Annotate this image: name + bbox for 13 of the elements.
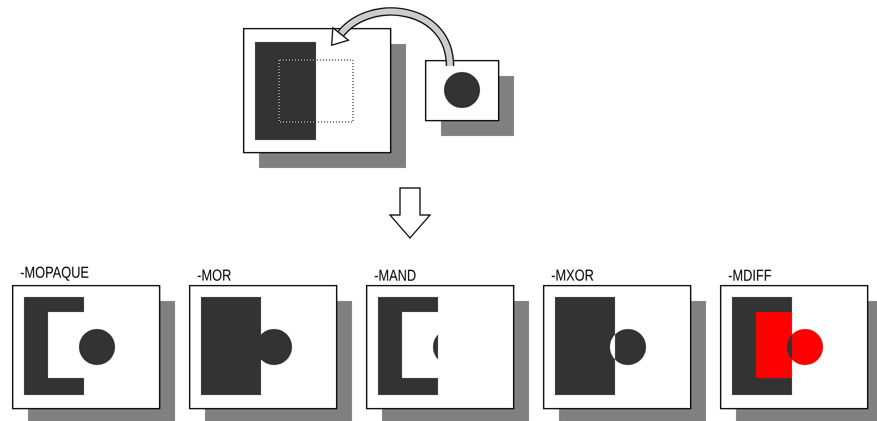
result-image-box bbox=[366, 285, 529, 421]
result-image-box bbox=[543, 285, 706, 421]
mode-label: -MOR bbox=[198, 269, 231, 281]
result-image-box bbox=[12, 285, 175, 421]
curved-arrow bbox=[331, 7, 454, 66]
mode-label: -MXOR bbox=[552, 269, 594, 281]
result-image-box bbox=[189, 285, 352, 421]
result-image-box bbox=[720, 285, 877, 421]
image-box bbox=[425, 60, 514, 136]
image-box bbox=[243, 28, 406, 168]
mode-label: -MOPAQUE bbox=[20, 266, 88, 281]
mode-label: -MAND bbox=[374, 270, 416, 281]
mode-label: -MDIFF bbox=[728, 270, 772, 281]
